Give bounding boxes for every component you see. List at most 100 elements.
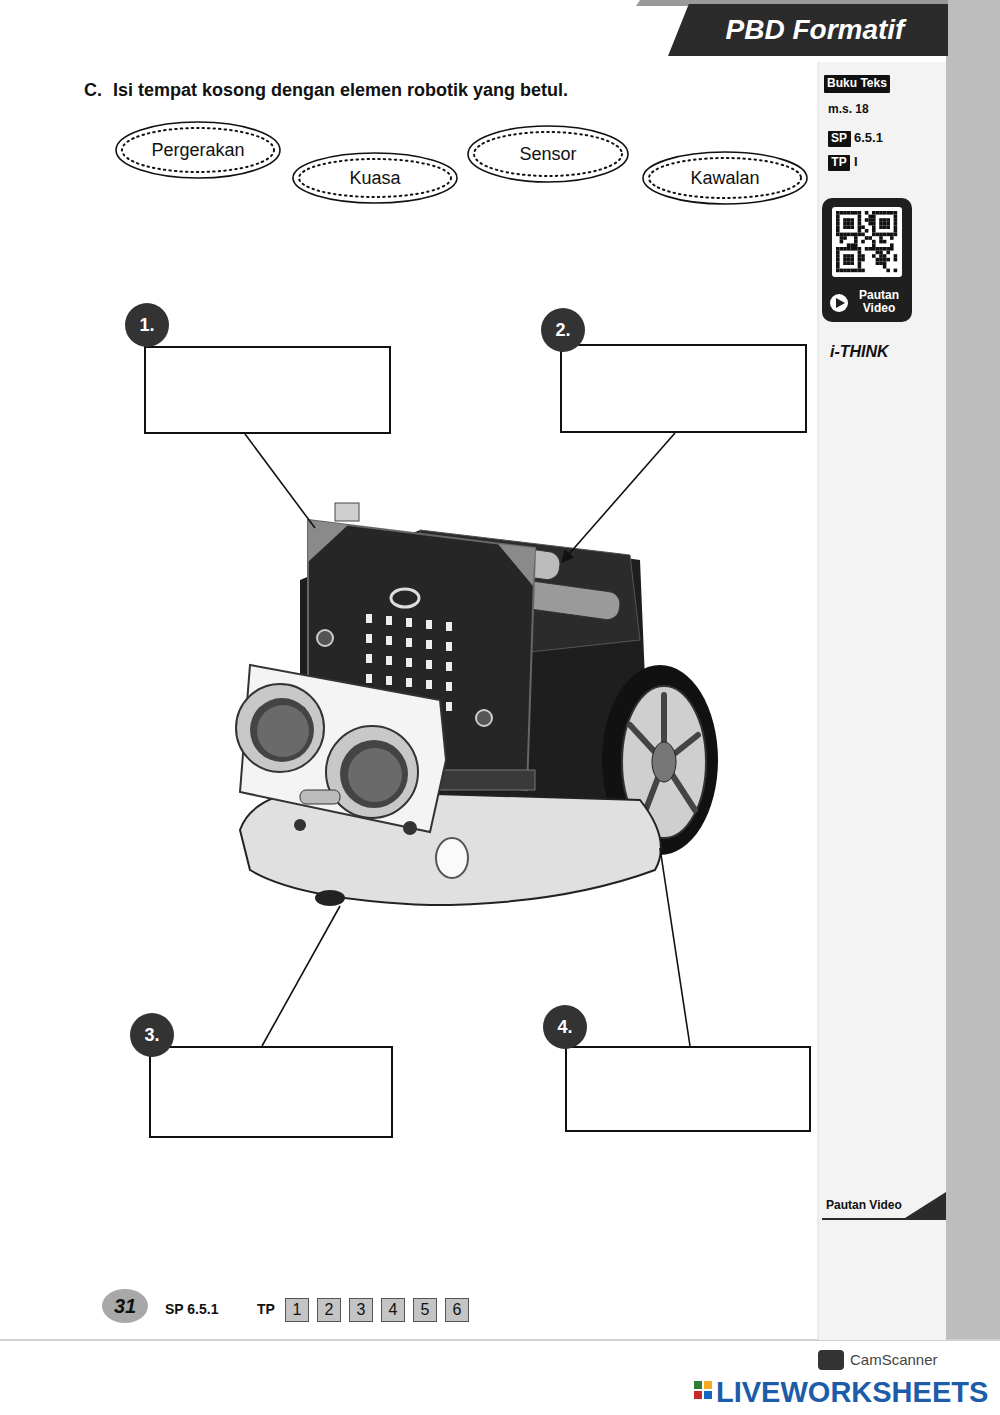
qr-code (850, 243, 854, 247)
qr-code (850, 247, 854, 251)
level-box-text: 2 (325, 1301, 334, 1319)
level-box: 4 (381, 1298, 405, 1322)
qr-code (840, 247, 844, 251)
led-matrix (446, 642, 452, 651)
qr-code (861, 225, 865, 229)
led-matrix (426, 680, 432, 689)
qr-code (886, 269, 890, 273)
qr-code (836, 225, 840, 229)
qr-code (876, 233, 880, 237)
qr-code (847, 254, 851, 258)
qr-code (854, 233, 858, 237)
logo-icon (704, 1381, 712, 1389)
qr-code (847, 211, 851, 215)
qr-code (858, 258, 862, 262)
qr-code (854, 269, 858, 273)
callout-number: 1. (125, 303, 169, 347)
qr-code (886, 211, 890, 215)
page-reference: m.s. 18 (828, 103, 869, 117)
led-matrix (446, 702, 452, 711)
qr-code (847, 269, 851, 273)
qr-code (865, 229, 869, 233)
qr-code (858, 229, 862, 233)
qr-code (858, 269, 862, 273)
qr-code (854, 211, 858, 215)
footer-standard-text: SP 6.5.1 (165, 1301, 218, 1317)
qr-code (879, 225, 883, 229)
video-link-text: Pautan Video (850, 289, 908, 315)
qr-code (872, 222, 876, 226)
tp-tag: TP (828, 155, 850, 171)
level-box: 6 (445, 1298, 469, 1322)
level-value: I (854, 155, 858, 170)
option-oval: Kawalan (642, 151, 808, 205)
answer-box (561, 345, 806, 432)
oval-dotted-ring (649, 158, 801, 198)
qr-code (872, 254, 876, 258)
qr-code (894, 269, 898, 273)
sidebar-panel (818, 62, 946, 1340)
footer-standard: SP 6.5.1 (165, 1301, 218, 1317)
led-matrix (366, 614, 372, 623)
qr-code (858, 233, 862, 237)
watermark-text: LIVEWORKSHEETS (716, 1376, 988, 1408)
qr-code (879, 254, 883, 258)
tp-tag-text: TP (831, 156, 846, 170)
qr-code (843, 236, 847, 240)
qr-code (872, 243, 876, 247)
question-letter: C. (84, 80, 102, 101)
level-box-text: 3 (357, 1301, 366, 1319)
qr-code (883, 211, 887, 215)
qr-code (872, 240, 876, 244)
robot-illustration (440, 770, 535, 790)
level-box: 5 (413, 1298, 437, 1322)
level-box: 1 (285, 1298, 309, 1322)
led-matrix (386, 616, 392, 625)
callout-number-text: 2. (555, 320, 570, 341)
qr-code (854, 240, 858, 244)
robot-illustration (335, 503, 359, 521)
qr-code (858, 265, 862, 269)
robot-illustration (436, 838, 468, 878)
option-oval-text: Kuasa (349, 168, 400, 189)
qr-code (843, 269, 847, 273)
qr-code (843, 225, 847, 229)
callout-number-text: 3. (144, 1025, 159, 1046)
sp-tag: SP (828, 131, 851, 147)
qr-code (894, 254, 898, 258)
robot-illustration (326, 726, 418, 818)
robot-illustration (348, 748, 402, 802)
qr-code (894, 225, 898, 229)
robot-illustration (257, 705, 309, 757)
qr-code (861, 258, 865, 262)
sidebar-panel (818, 62, 819, 1340)
qr-code (843, 247, 847, 251)
qr-code (890, 243, 894, 247)
qr-code (883, 254, 887, 258)
qr-code (847, 258, 851, 262)
led-matrix (386, 656, 392, 665)
led-matrix (446, 622, 452, 631)
qr-code (890, 236, 894, 240)
qr-code (890, 233, 894, 237)
footer-level-label-text: TP (257, 1301, 275, 1317)
qr-code (836, 215, 840, 219)
qr-code (840, 211, 844, 215)
qr-code (868, 236, 872, 240)
option-oval: Sensor (467, 125, 629, 183)
qr-code (836, 218, 840, 222)
robot-illustration (391, 589, 419, 607)
qr-code (858, 222, 862, 226)
page-number: 31 (102, 1289, 148, 1323)
qr-code (836, 254, 840, 258)
header-banner-text: PBD Formatif (726, 14, 905, 46)
qr-code (879, 233, 883, 237)
banner-shape (668, 4, 948, 56)
qr-code (847, 247, 851, 251)
qr-code (868, 215, 872, 219)
qr-code (847, 243, 851, 247)
qr-code (879, 222, 883, 226)
logo-icon (694, 1391, 702, 1399)
led-matrix (366, 634, 372, 643)
